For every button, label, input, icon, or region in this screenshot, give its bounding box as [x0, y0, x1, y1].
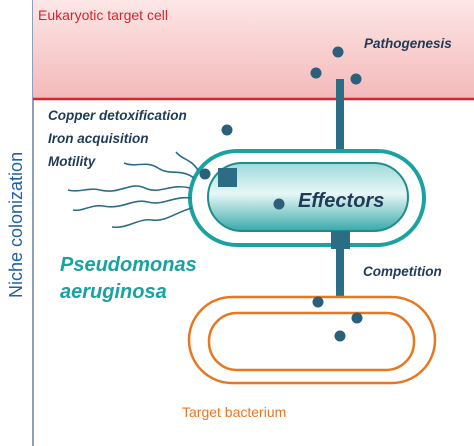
species-label-line2: aeruginosa [60, 281, 167, 303]
effector-dot [334, 330, 346, 342]
competition-label: Competition [363, 264, 442, 279]
secretion-needle-lower [336, 245, 344, 325]
effector-molecules [199, 46, 363, 342]
eukaryotic-cell-region [33, 0, 474, 99]
effectors-label: Effectors [298, 190, 385, 212]
effector-dot [199, 168, 211, 180]
effector-dot [221, 124, 233, 136]
iron-acquisition-label: Iron acquisition [48, 131, 149, 146]
effector-dot [332, 46, 344, 58]
secretion-base-lower [331, 231, 350, 249]
effector-dot [351, 312, 363, 324]
target-bacterium [187, 295, 437, 385]
pseudomonas-cytoplasm [207, 162, 409, 232]
species-label-line1: Pseudomonas [60, 254, 197, 276]
pathogenesis-label: Pathogenesis [364, 36, 452, 51]
pseudomonas-cell [188, 149, 426, 247]
motility-label: Motility [48, 154, 96, 169]
effector-dot [350, 73, 362, 85]
species-label: Pseudomonas aeruginosa [60, 252, 197, 306]
eukaryotic-cell-label: Eukaryotic target cell [38, 7, 168, 23]
target-bacterium-label: Target bacterium [182, 404, 287, 420]
target-inner-membrane [207, 311, 416, 372]
effector-dot [273, 198, 285, 210]
niche-colonization-label: Niche colonization [6, 151, 26, 298]
effector-dot [312, 296, 324, 308]
effector-dot [310, 67, 322, 79]
flagella [67, 151, 199, 228]
secretion-needle-upper [336, 79, 344, 159]
secretion-base-left [218, 168, 237, 187]
copper-detoxification-label: Copper detoxification [48, 108, 187, 123]
